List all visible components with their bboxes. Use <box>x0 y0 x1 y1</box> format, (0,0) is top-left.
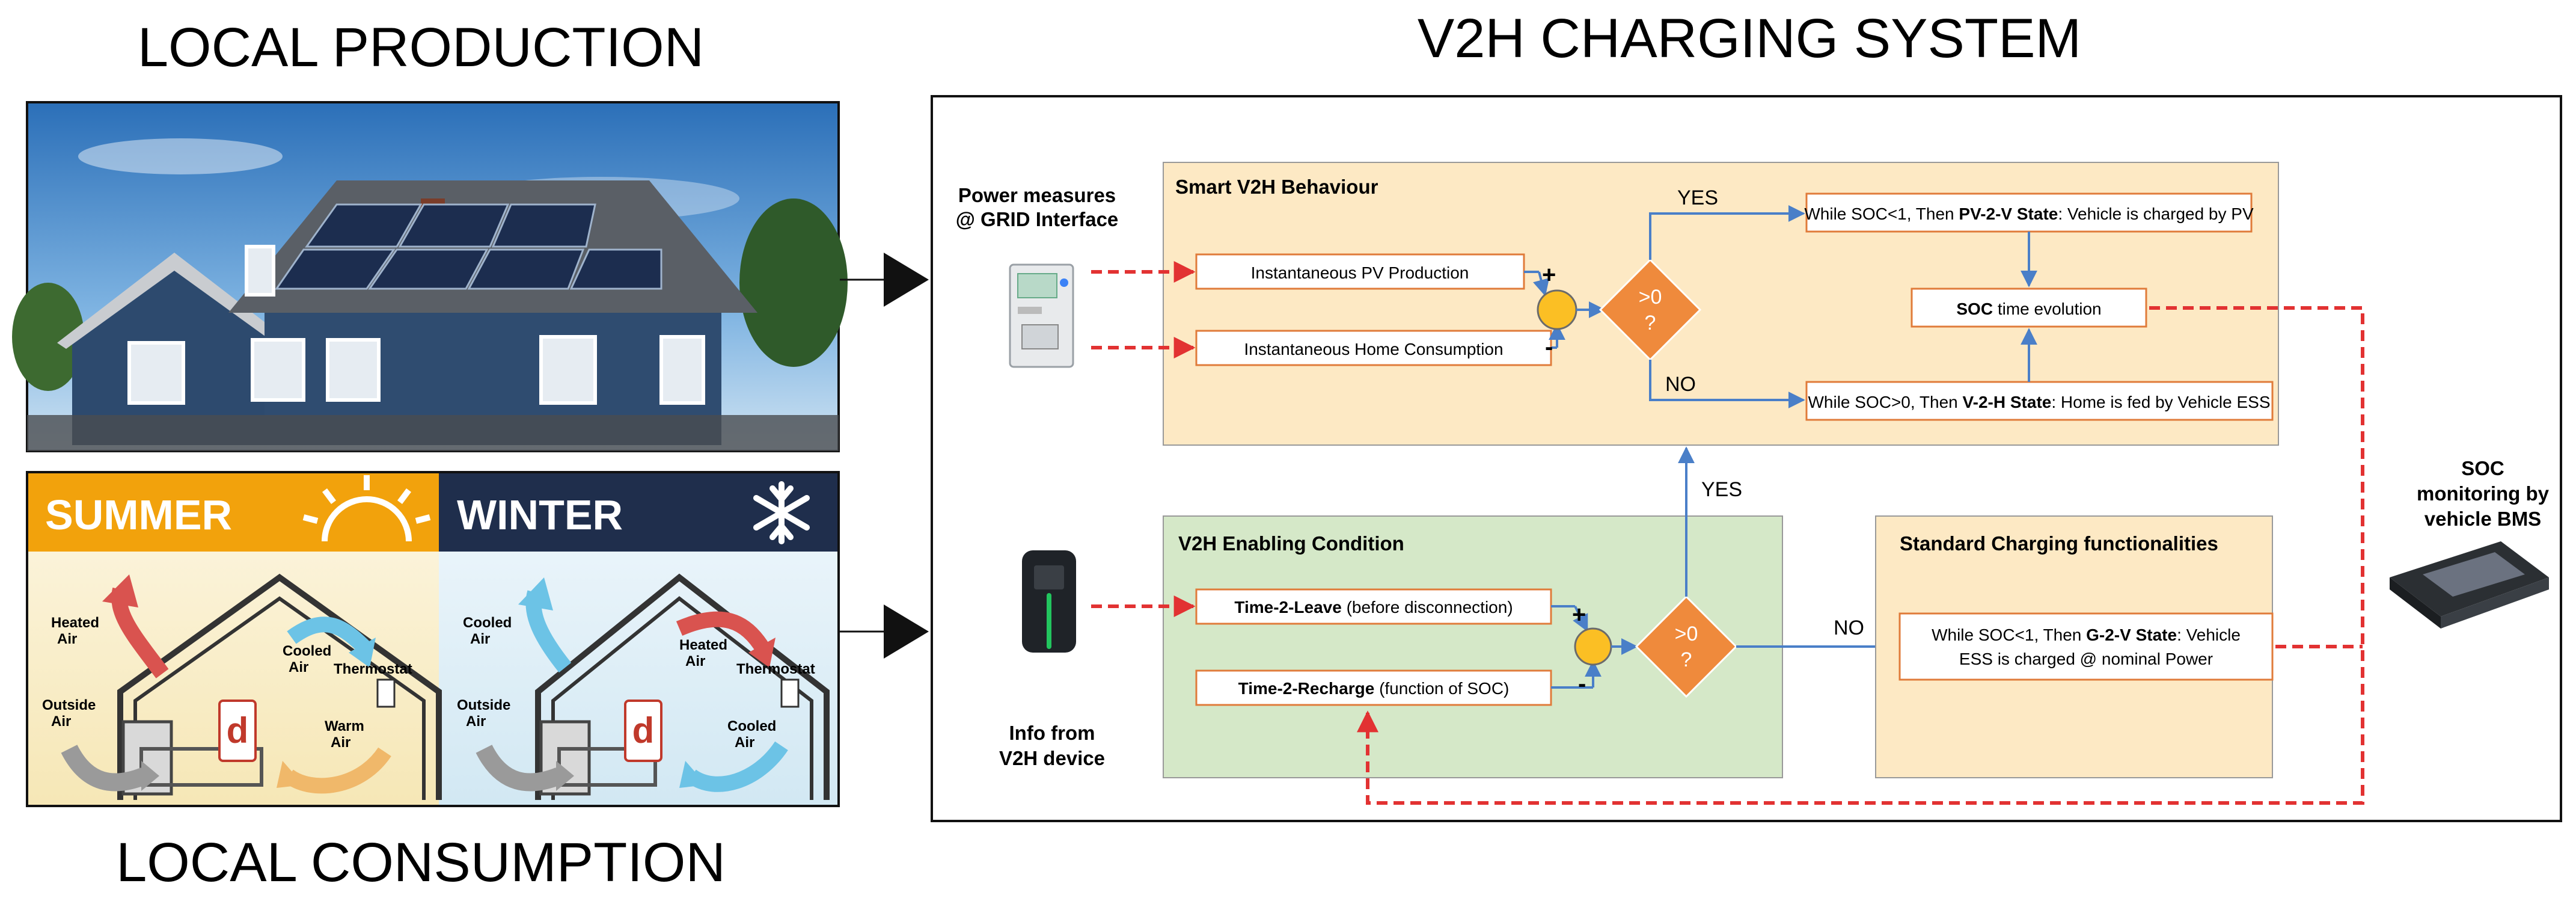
summer-band <box>28 473 439 552</box>
summer-cooled-air-l1: Cooled <box>283 643 331 659</box>
pv-production-label: Instantaneous PV Production <box>1251 263 1469 282</box>
power-measures-l1: Power measures <box>958 184 1116 206</box>
soc-evolution-text: SOC time evolution <box>1956 300 2101 318</box>
production-arrow <box>884 253 929 307</box>
svg-text:d: d <box>632 710 655 751</box>
winter-heated-air-l2: Air <box>685 653 705 669</box>
no-label-enabling: NO <box>1834 617 1864 639</box>
solar-house-photo <box>12 101 848 452</box>
sun-icon <box>302 475 431 542</box>
v2h-charger-icon <box>1022 550 1076 653</box>
summer-label: SUMMER <box>45 491 232 538</box>
summer-outside-air-l2: Air <box>51 713 71 730</box>
decision-enabling-l1: >0 <box>1675 623 1698 645</box>
winter-outside-air-l1: Outside <box>457 697 510 713</box>
summer-warm-air-l2: Air <box>331 734 350 751</box>
system-title: V2H CHARGING SYSTEM <box>1418 8 2081 69</box>
power-meter-icon <box>1009 263 1074 368</box>
summer-outside-air-l1: Outside <box>42 697 96 713</box>
sum-junction-enabling <box>1574 627 1612 666</box>
sum-plus-smart: + <box>1542 262 1556 288</box>
power-measures-l2: @ GRID Interface <box>956 208 1119 230</box>
soc-monitoring-l1: SOC <box>2461 457 2504 479</box>
summer-warm-air-l1: Warm <box>325 718 364 734</box>
decision-smart-l1: >0 <box>1639 286 1662 309</box>
summer-house: d Heated Air Cooled Air Thermostat Outsi… <box>42 573 442 800</box>
summer-thermostat: Thermostat <box>334 661 412 677</box>
winter-cooled-air-b-l2: Air <box>735 734 754 751</box>
yes-label-smart: YES <box>1677 186 1718 209</box>
decision-enabling-l2: ? <box>1681 648 1692 671</box>
battery-pack-icon <box>2390 541 2549 629</box>
info-from-l1: Info from <box>1009 722 1095 744</box>
standard-charging-title: Standard Charging functionalities <box>1900 532 2218 555</box>
info-from-l2: V2H device <box>999 747 1105 769</box>
sum-junction-smart <box>1537 289 1577 330</box>
winter-cooled-air-l1: Cooled <box>463 615 512 631</box>
time2recharge-text: Time-2-Recharge (function of SOC) <box>1238 679 1510 698</box>
summer-cooled-air-l2: Air <box>289 659 308 675</box>
v2h-enabling-title: V2H Enabling Condition <box>1178 532 1404 555</box>
winter-heated-air-l1: Heated <box>679 637 727 653</box>
winter-outside-air-l2: Air <box>466 713 486 730</box>
soc-feedback-line <box>1357 306 2364 805</box>
sum-minus-smart: - <box>1545 334 1553 360</box>
time2leave-text: Time-2-Leave (before disconnection) <box>1234 598 1513 617</box>
winter-thermostat: Thermostat <box>736 661 815 677</box>
winter-house: d Cooled Air Heated Air Thermostat Outsi… <box>457 573 830 800</box>
v2h-state-box <box>1805 381 2274 421</box>
soc-monitoring-l3: vehicle BMS <box>2425 508 2541 530</box>
home-consumption-box <box>1195 330 1552 366</box>
v2h-state-text: While SOC>0, Then V-2-H State: Home is f… <box>1808 393 2270 411</box>
pv2v-state-text: While SOC<1, Then PV-2-V State: Vehicle … <box>1804 204 2254 223</box>
svg-text:d: d <box>227 710 249 751</box>
decision-smart-l2: ? <box>1645 312 1656 334</box>
snowflake-icon <box>753 481 810 544</box>
winter-cooled-air-l2: Air <box>470 631 490 647</box>
seasonal-hvac-illustration: SUMMER WINTER d <box>26 471 840 807</box>
summer-heated-air-l1: Heated <box>51 615 99 631</box>
soc-evolution-box <box>1911 288 2147 328</box>
time2leave-box <box>1195 588 1552 625</box>
soc-monitoring-l2: monitoring by <box>2417 482 2550 505</box>
local-consumption-title: LOCAL CONSUMPTION <box>116 832 726 893</box>
sum-minus-enabling: - <box>1578 671 1586 697</box>
winter-label: WINTER <box>457 491 623 538</box>
no-label-smart: NO <box>1665 373 1696 396</box>
g2v-state-box <box>1898 612 2274 681</box>
g2v-state-l1: While SOC<1, Then G-2-V State: Vehicle <box>1932 626 2241 644</box>
local-production-title: LOCAL PRODUCTION <box>138 17 704 78</box>
yes-label-enabling: YES <box>1701 478 1742 501</box>
g2v-state-l2: ESS is charged @ nominal Power <box>1959 650 2213 668</box>
decision-diamond-enabling <box>1635 595 1738 698</box>
sum-plus-enabling: + <box>1572 601 1586 628</box>
winter-cooled-air-b-l1: Cooled <box>727 718 776 734</box>
pv2v-state-box <box>1805 192 2253 233</box>
summer-heated-air-l2: Air <box>57 631 77 647</box>
smart-v2h-title: Smart V2H Behaviour <box>1175 176 1378 198</box>
consumption-arrow <box>884 604 929 659</box>
home-consumption-label: Instantaneous Home Consumption <box>1244 340 1503 358</box>
